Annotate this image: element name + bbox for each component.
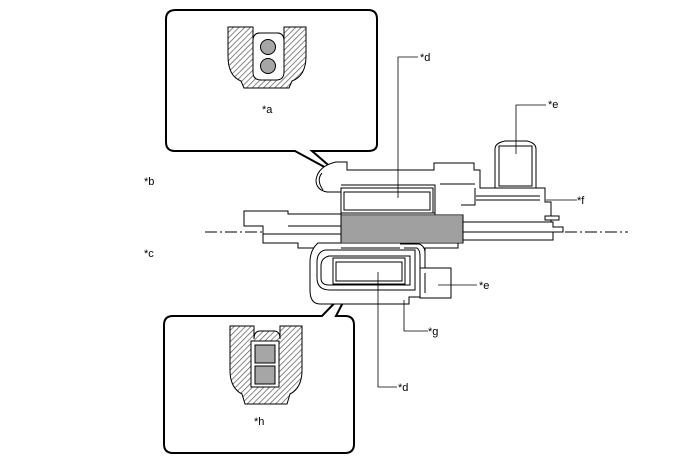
label-c: *c	[144, 248, 154, 260]
round-wire-slot-section	[227, 26, 307, 89]
label-d-upper: *d	[420, 52, 430, 64]
label-e-upper: *e	[548, 99, 558, 111]
lower-housing	[309, 242, 459, 305]
upper-connector-e	[494, 140, 537, 189]
motor-cross-section	[205, 56, 628, 388]
label-b: *b	[144, 176, 154, 188]
label-e-lower: *e	[479, 280, 489, 292]
leader-lines	[377, 56, 577, 388]
rectangular-wire-slot-section	[229, 325, 303, 405]
lower-detail-callout: *h	[163, 284, 355, 454]
rotor-shaft	[243, 210, 564, 249]
label-h: *h	[254, 416, 264, 428]
label-d-lower: *d	[398, 382, 408, 394]
upper-detail-callout: *a	[165, 9, 378, 177]
label-f: *f	[577, 195, 585, 207]
label-g: *g	[428, 326, 438, 338]
label-a: *a	[262, 104, 273, 116]
